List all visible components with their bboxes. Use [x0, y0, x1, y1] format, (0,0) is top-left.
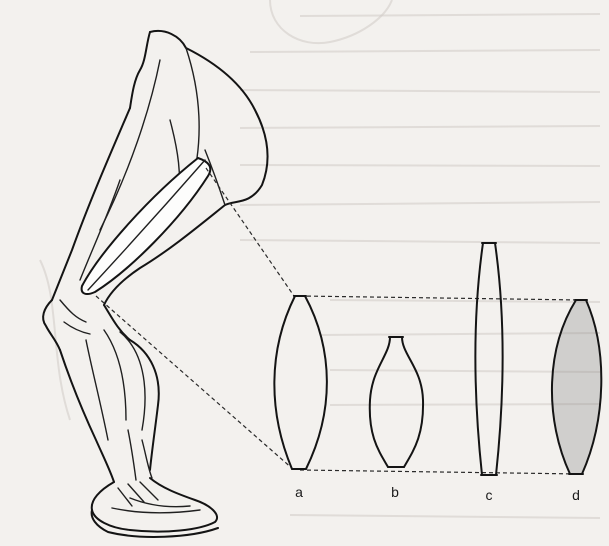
- shape-guides: [300, 296, 580, 474]
- label-d: d: [566, 487, 586, 503]
- label-a: a: [289, 484, 309, 500]
- muscle-shape-b: [370, 337, 423, 467]
- label-b: b: [385, 484, 405, 500]
- leg-illustration: [43, 31, 267, 537]
- label-c: c: [479, 487, 499, 503]
- muscle-shape-c: [475, 243, 502, 475]
- muscle-shape-d: [552, 300, 601, 474]
- projection-lines: [96, 168, 294, 470]
- muscle-shape-a: [274, 296, 327, 469]
